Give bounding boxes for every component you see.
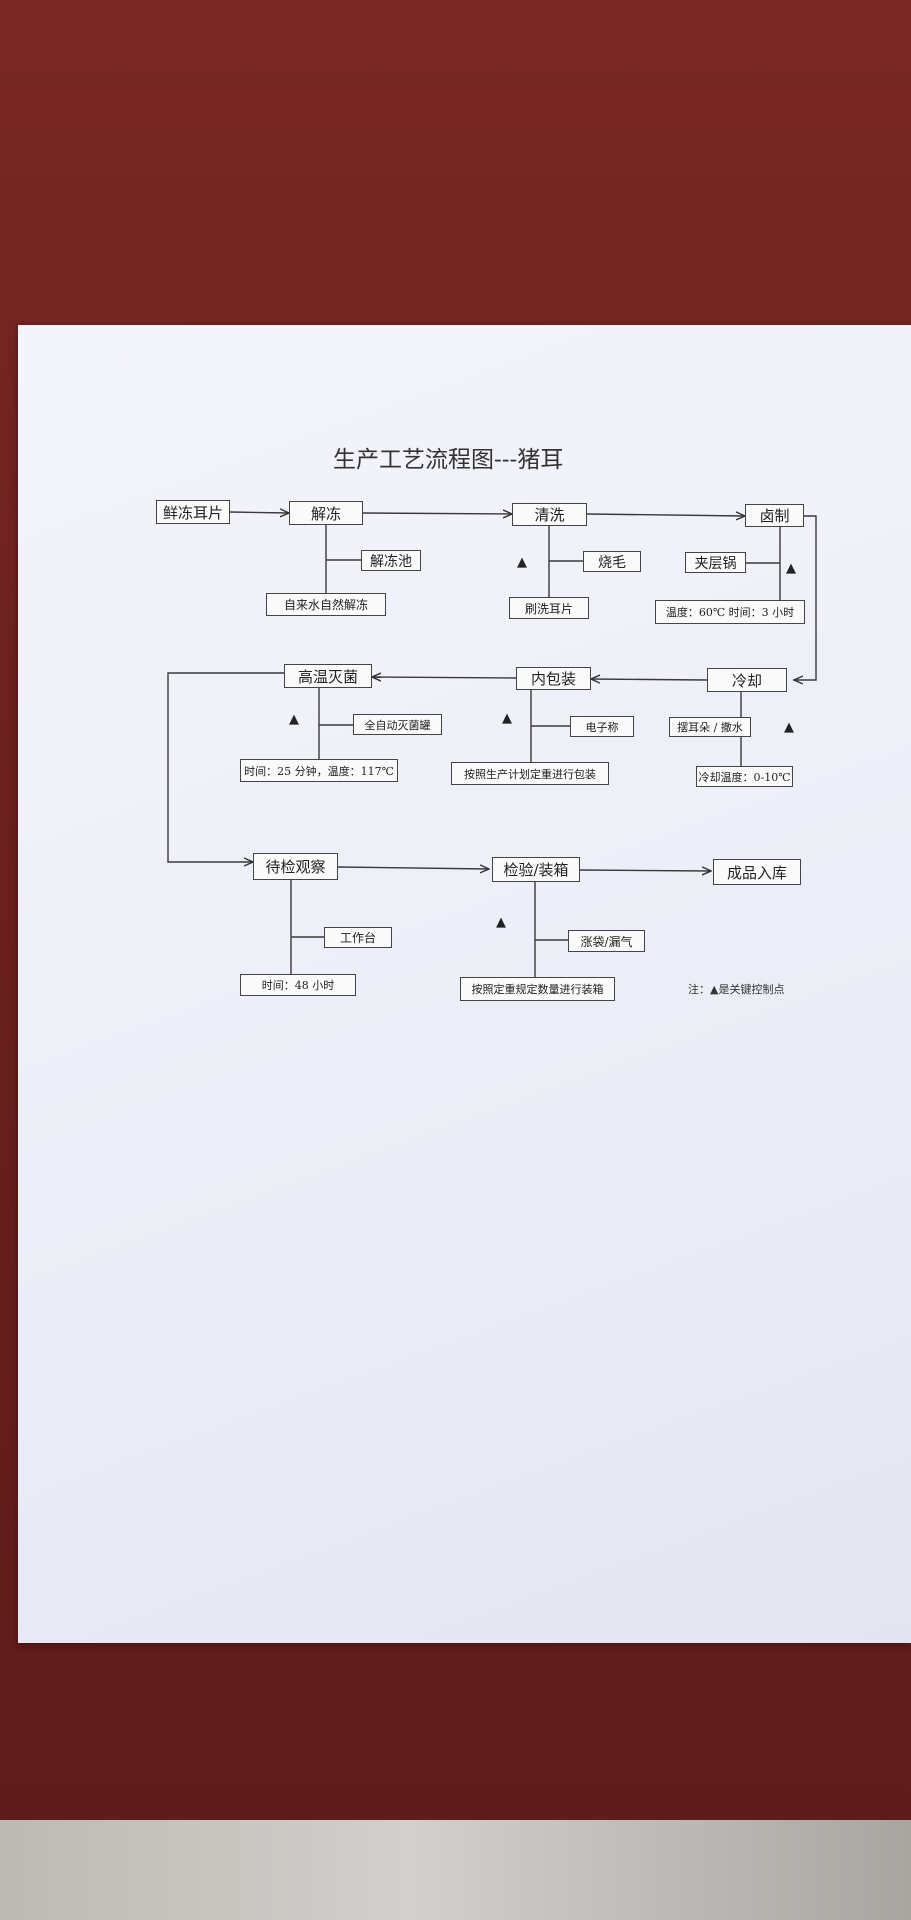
arrow-braise-to-cool [770, 515, 817, 680]
key-control-marker: ▲ [496, 915, 506, 930]
arrow-sterilize-to-observe [167, 672, 284, 862]
arrow-observe-to-inspect [337, 867, 489, 869]
node-electronic-scale: 电子称 [570, 716, 634, 737]
arrow-inner-pack-to-sterilize [372, 677, 517, 678]
background-lap [0, 1820, 911, 1920]
arrow-start-to-thaw [229, 512, 289, 513]
arrow-cool-to-inner-pack [591, 679, 708, 680]
node-observation-time: 时间：48 小时 [240, 974, 356, 996]
arrow-wash-to-braise [586, 514, 745, 516]
node-braise-params: 温度：60℃ 时间：3 小时 [655, 600, 805, 624]
node-braise: 卤制 [745, 504, 804, 527]
node-box-by-quantity: 按照定重规定数量进行装箱 [460, 977, 615, 1001]
node-cooling-temp: 冷却温度：0-10℃ [696, 766, 793, 787]
node-finished-storage: 成品入库 [713, 859, 801, 885]
node-high-temp-sterilize: 高温灭菌 [284, 664, 372, 688]
node-inspect-box: 检验/装箱 [492, 857, 580, 882]
node-swell-leak: 涨袋/漏气 [568, 930, 645, 952]
node-arrange-ears: 摆耳朵 / 撒水 [669, 717, 751, 737]
arrow-inspect-to-storage [579, 870, 711, 871]
key-control-marker: ▲ [289, 712, 299, 727]
node-inner-packaging: 内包装 [516, 667, 591, 690]
node-pack-by-weight: 按照生产计划定重进行包装 [451, 762, 609, 785]
node-singe: 烧毛 [583, 551, 641, 572]
key-control-marker: ▲ [784, 720, 794, 735]
node-fresh-frozen-ear-slices: 鲜冻耳片 [156, 500, 230, 524]
node-wash: 清洗 [512, 503, 587, 526]
key-control-marker: ▲ [786, 561, 796, 576]
node-jacketed-kettle: 夹层锅 [685, 552, 746, 573]
node-pending-observation: 待检观察 [253, 853, 338, 880]
node-tap-water-thaw: 自来水自然解冻 [266, 593, 386, 616]
node-cool: 冷却 [707, 668, 787, 692]
diagram-title: 生产工艺流程图---猪耳 [333, 447, 564, 473]
key-control-marker: ▲ [517, 555, 527, 570]
node-sterilize-params: 时间：25 分钟，温度：117℃ [240, 759, 398, 782]
node-brush-wash: 刷洗耳片 [509, 597, 589, 619]
key-control-marker: ▲ [502, 711, 512, 726]
arrow-thaw-to-wash [362, 513, 512, 514]
node-thaw-pool: 解冻池 [361, 550, 421, 571]
node-thaw: 解冻 [289, 501, 363, 525]
node-workbench: 工作台 [324, 927, 392, 948]
node-auto-sterilizer: 全自动灭菌罐 [353, 714, 442, 735]
legend-note: 注：▲是关键控制点 [688, 983, 785, 996]
